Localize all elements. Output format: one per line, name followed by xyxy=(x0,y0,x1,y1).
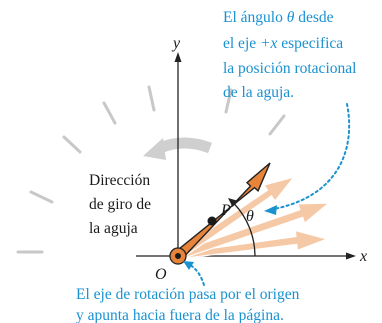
annotation-top: El ángulo θ desde el eje +x especifica l… xyxy=(223,9,360,101)
x-axis-label: x xyxy=(359,248,367,265)
point-p-dot xyxy=(207,216,217,226)
angle-arc xyxy=(233,203,256,257)
dial-ticks xyxy=(16,85,286,254)
top-leader xyxy=(264,103,351,215)
angle-label: θ xyxy=(246,208,254,225)
dial-tick xyxy=(62,135,82,154)
y-axis-arrowhead xyxy=(174,52,182,62)
ghost-arrows xyxy=(176,175,331,262)
rotation-direction-arrow xyxy=(143,137,212,160)
dial-tick xyxy=(29,190,54,204)
pivot xyxy=(169,247,187,265)
dial-tick xyxy=(268,114,286,136)
bottom-leader xyxy=(183,261,205,286)
origin-label: O xyxy=(155,266,167,283)
dial-tick xyxy=(224,88,233,114)
annotation-bottom: El eje de rotación pasa por el origen y … xyxy=(76,286,303,323)
y-axis-label: y xyxy=(171,35,181,52)
angle-arc-arrowhead xyxy=(228,198,239,207)
x-axis-arrowhead xyxy=(346,252,356,260)
dial-tick xyxy=(102,101,117,125)
point-label: P xyxy=(220,202,231,219)
annotation-left: Dirección de giro de la aguja xyxy=(89,172,155,237)
needle xyxy=(173,162,271,261)
dial-tick xyxy=(147,85,156,112)
